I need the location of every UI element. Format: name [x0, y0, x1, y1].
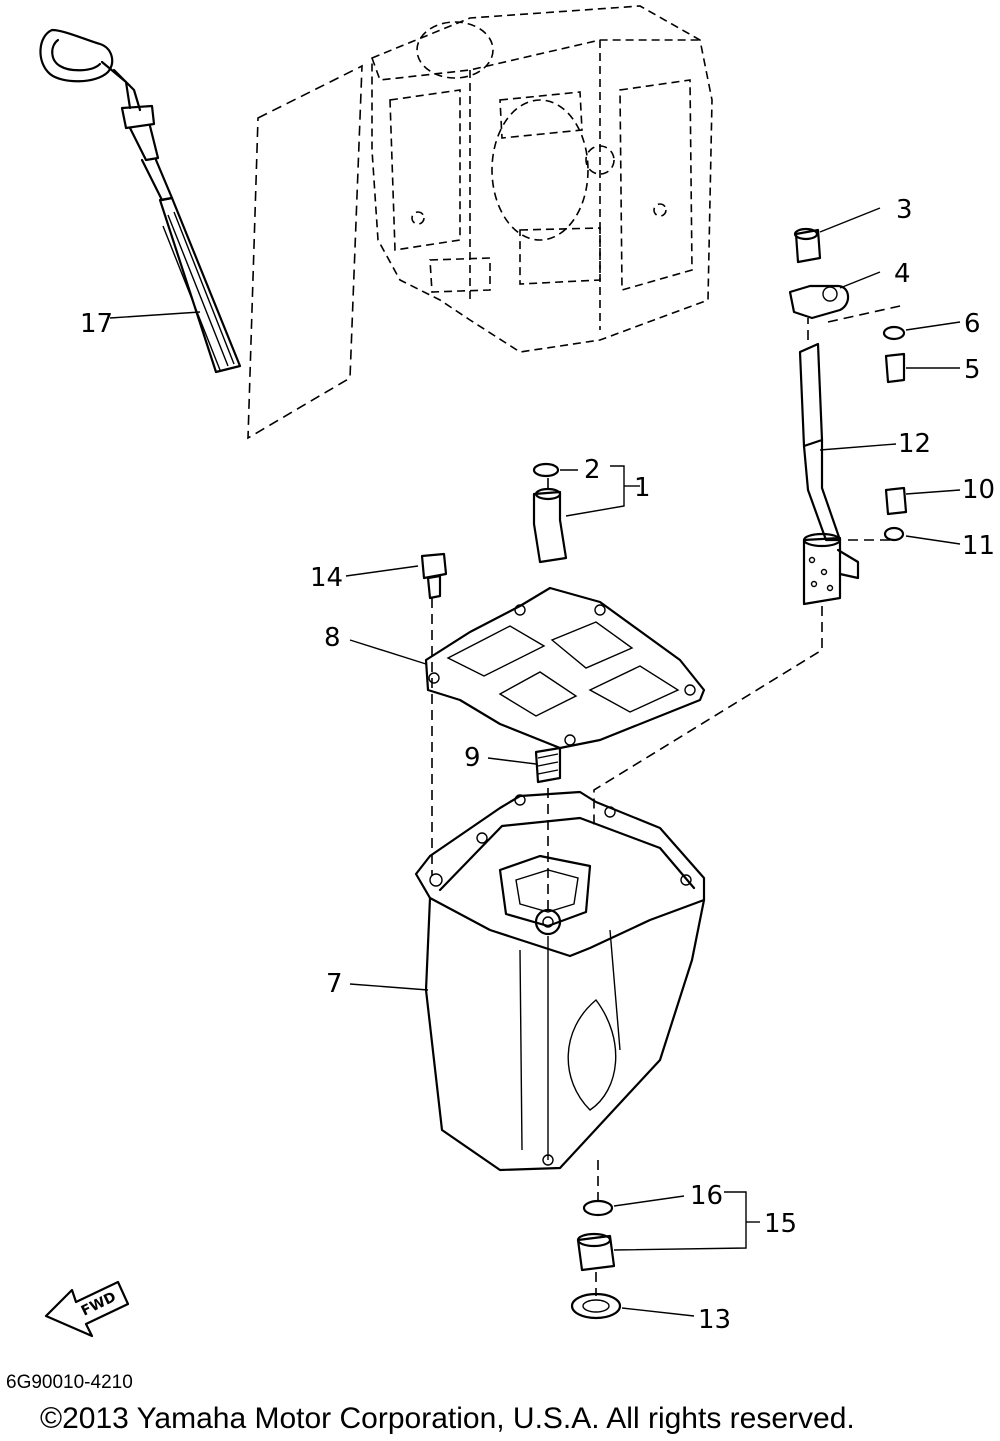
callout-3: 3	[896, 195, 913, 225]
alignment-lines	[431, 305, 901, 1296]
callout-8: 8	[324, 623, 341, 653]
drawing-code: 6G90010-4210	[6, 1372, 133, 1393]
engine-block-phantom	[371, 5, 713, 353]
callout-16: 16	[690, 1181, 723, 1211]
callout-10: 10	[962, 475, 995, 505]
leader-lines	[109, 207, 961, 1317]
callout-9: 9	[464, 743, 481, 773]
forward-arrow: FWD	[44, 1280, 130, 1338]
oil-strainer-pipe	[798, 342, 860, 606]
callout-1: 1	[634, 473, 651, 503]
callout-5: 5	[964, 355, 981, 385]
gasket	[424, 586, 706, 750]
dipstick	[39, 28, 242, 374]
callout-labels: 17 3 4 6 5 12 10 11 2 1 14 8 9 7 16 15 1…	[80, 195, 995, 1335]
fwd-label: FWD	[79, 1289, 119, 1319]
callout-17: 17	[80, 309, 113, 339]
callout-6: 6	[964, 309, 981, 339]
callout-7: 7	[326, 969, 343, 999]
callout-14: 14	[310, 563, 343, 593]
small-parts	[420, 227, 908, 1320]
callout-4: 4	[894, 259, 911, 289]
callout-11: 11	[962, 531, 995, 561]
callout-15: 15	[764, 1209, 797, 1239]
callout-12: 12	[898, 429, 931, 459]
oil-pan	[414, 790, 706, 1172]
dipstick-phantom-bracket	[247, 64, 363, 440]
copyright-notice: ©2013 Yamaha Motor Corporation, U.S.A. A…	[40, 1402, 855, 1435]
callout-13: 13	[698, 1305, 731, 1335]
callout-2: 2	[584, 455, 601, 485]
